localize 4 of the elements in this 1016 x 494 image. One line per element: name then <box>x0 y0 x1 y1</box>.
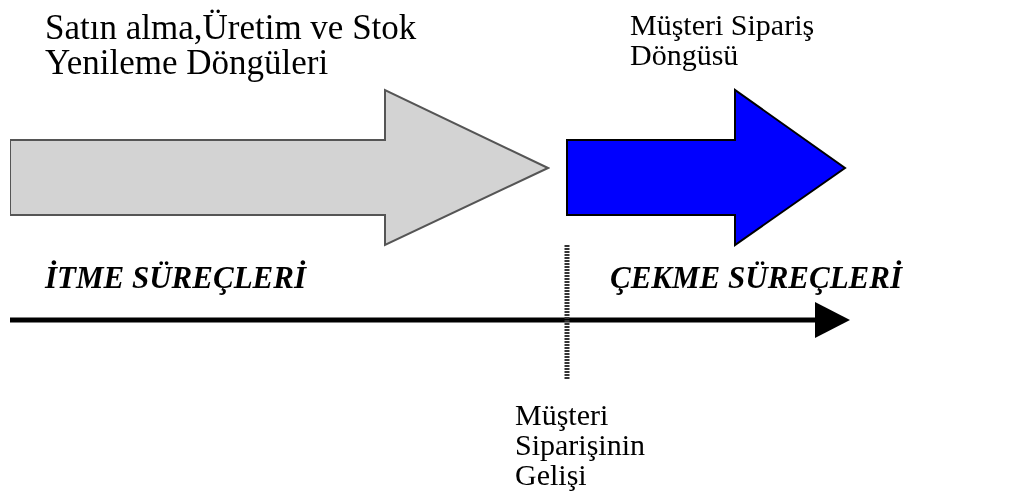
event-label: Müşteri Siparişinin Gelişi <box>515 400 646 490</box>
arrow-heading: Müşteri Sipariş Döngüsü <box>630 10 816 70</box>
arrow-heading: Satın alma,Üretim ve Stok Yenileme Döngüleri <box>45 10 418 80</box>
process-label: ÇEKME SÜREÇLERİ <box>610 262 903 293</box>
